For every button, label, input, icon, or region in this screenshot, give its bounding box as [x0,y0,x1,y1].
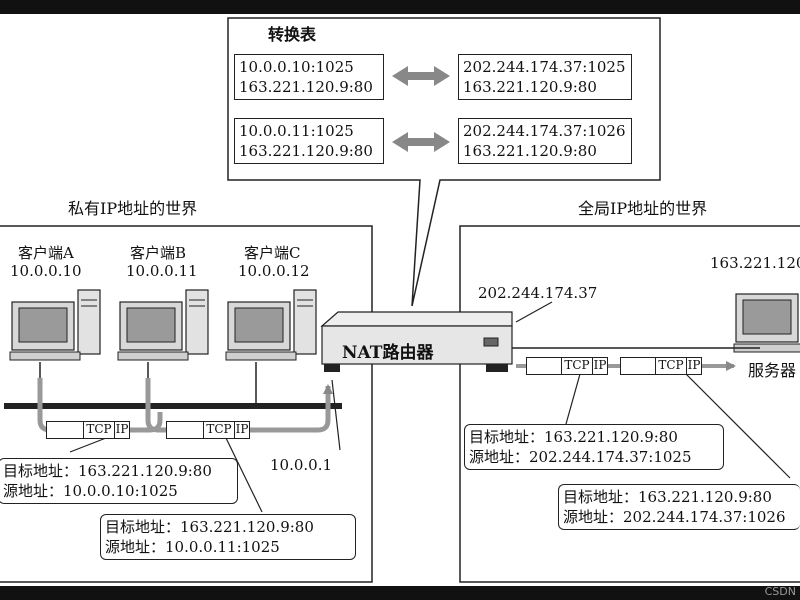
global-socket: 202.244.174.37:1026 [463,122,626,140]
global-world-frame [459,225,800,583]
server-computer-icon [733,281,800,353]
private-socket: 10.0.0.11:1025 [239,122,354,140]
table-row2-private-entry: 10.0.0.11:1025 163.221.120.9:80 [234,118,384,164]
client-b-ip: 10.0.0.11 [126,262,198,280]
global-world-title: 全局IP地址的世界 [578,199,708,218]
private-world-title: 私有IP地址的世界 [68,199,198,218]
info-box-client-a: 目标地址：163.221.120.9:80 源地址：10.0.0.10:1025 [0,458,238,504]
client-a-name: 客户端A [18,244,74,262]
ip-header: IP [687,358,701,372]
client-c-ip: 10.0.0.12 [238,262,310,280]
destination-socket: 163.221.120.9:80 [239,78,373,96]
source-address: 源地址：10.0.0.11:1025 [105,538,280,556]
tcp-header: TCP [84,422,115,438]
ip-header: IP [593,358,607,372]
router-external-ip: 202.244.174.37 [478,284,598,302]
destination-socket: 163.221.120.9:80 [239,142,373,160]
source-address: 源地址：202.244.174.37:1026 [563,508,786,526]
source-address: 源地址：202.244.174.37:1025 [469,448,692,466]
destination-socket: 163.221.120.9:80 [463,78,597,96]
destination-socket: 163.221.120.9:80 [463,142,597,160]
server-label: 服务器 [748,361,797,380]
tcp-header: TCP [656,358,687,374]
table-row2-global-entry: 202.244.174.37:1026 163.221.120.9:80 [458,118,632,164]
tcp-header: TCP [562,358,593,374]
destination-address: 目标地址：163.221.120.9:80 [563,488,772,506]
ip-header: IP [235,422,249,436]
private-socket: 10.0.0.10:1025 [239,58,354,76]
source-address: 源地址：10.0.0.10:1025 [3,482,178,500]
client-b-computer-icon [117,289,209,361]
destination-address: 目标地址：163.221.120.9:80 [3,462,212,480]
client-c-computer-icon [225,289,317,361]
client-a-ip: 10.0.0.10 [10,262,82,280]
double-arrow-icon [392,66,450,152]
global-socket: 202.244.174.37:1025 [463,58,626,76]
watermark: CSDN [764,585,796,598]
client-a-computer-icon [9,289,101,361]
table-row1-private-entry: 10.0.0.10:1025 163.221.120.9:80 [234,54,384,100]
table-title: 转换表 [268,25,317,44]
nat-router-label: NAT路由器 [342,343,434,363]
info-box-client-b: 目标地址：163.221.120.9:80 源地址：10.0.0.11:1025 [100,514,356,560]
client-c-name: 客户端C [244,244,301,262]
ip-header: IP [115,422,129,436]
router-internal-ip: 10.0.0.1 [270,456,333,474]
client-b-name: 客户端B [130,244,187,262]
nat-router-icon [320,311,513,372]
private-world-frame [0,225,373,583]
tcp-header: TCP [204,422,235,438]
server-ip: 163.221.120 [710,254,800,272]
destination-address: 目标地址：163.221.120.9:80 [469,428,678,446]
lan-bus [4,403,342,409]
info-box-global-1: 目标地址：163.221.120.9:80 源地址：202.244.174.37… [464,424,724,470]
table-row1-global-entry: 202.244.174.37:1025 163.221.120.9:80 [458,54,632,100]
destination-address: 目标地址：163.221.120.9:80 [105,518,314,536]
info-box-global-2: 目标地址：163.221.120.9:80 源地址：202.244.174.37… [558,484,800,530]
